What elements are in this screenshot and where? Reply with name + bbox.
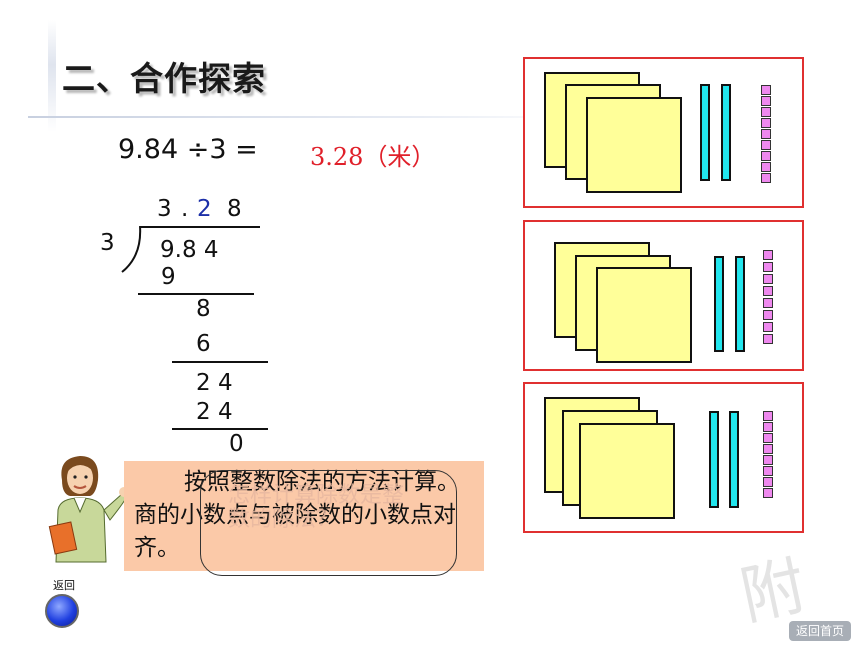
tip-box bbox=[124, 461, 484, 571]
dividend: 9.8 4 bbox=[160, 237, 219, 263]
base-ten-panel-2 bbox=[523, 220, 804, 371]
step-line-2 bbox=[172, 361, 268, 363]
unit-cube bbox=[763, 466, 773, 476]
step-line-3 bbox=[172, 428, 268, 430]
title-underline bbox=[28, 116, 588, 118]
division-bar bbox=[140, 226, 260, 228]
step-remainder-1: 8 bbox=[196, 296, 211, 322]
divisor: 3 bbox=[100, 230, 115, 256]
tip-text: 按照整数除法的方法计算。商的小数点与被除数的小数点对齐。 bbox=[134, 466, 479, 565]
equation: 9.84 ÷3 = bbox=[118, 134, 258, 165]
back-button[interactable] bbox=[45, 594, 79, 628]
unit-cube bbox=[761, 96, 771, 106]
home-button[interactable]: 返回首页 bbox=[789, 621, 851, 641]
unit-cube bbox=[761, 107, 771, 117]
ten-bar bbox=[735, 256, 745, 352]
tip-text-content: 按照整数除法的方法计算。商的小数点与被除数的小数点对齐。 bbox=[134, 469, 460, 561]
teacher-icon bbox=[48, 456, 129, 563]
step-product-3: 2 4 bbox=[196, 399, 233, 425]
unit-cube bbox=[761, 118, 771, 128]
step-line-1 bbox=[138, 293, 254, 295]
unit-cube bbox=[763, 250, 773, 260]
question-overlay: 怎样计算除数是整 数的除法？ bbox=[228, 484, 404, 532]
back-label: 返回 bbox=[53, 579, 75, 592]
unit-cube bbox=[761, 162, 771, 172]
unit-cube bbox=[761, 85, 771, 95]
ten-bar bbox=[729, 411, 739, 508]
title-decoration bbox=[48, 20, 56, 132]
step-product-2: 6 bbox=[196, 331, 211, 357]
base-ten-panel-3 bbox=[523, 382, 804, 533]
hundred-square bbox=[579, 423, 675, 519]
unit-cube bbox=[763, 477, 773, 487]
division-bracket bbox=[121, 226, 142, 273]
ten-bar bbox=[721, 84, 731, 181]
unit-cube bbox=[761, 151, 771, 161]
unit-cube bbox=[763, 322, 773, 332]
equation-answer: 3.28（米） bbox=[310, 143, 436, 171]
unit-cube bbox=[763, 298, 773, 308]
base-ten-panel-1 bbox=[523, 57, 804, 208]
hundred-square bbox=[596, 267, 692, 363]
question-line-2: 数的除法？ bbox=[228, 507, 339, 532]
step-product-1: 9 bbox=[161, 264, 176, 290]
page-title: 二、合作探索 bbox=[62, 59, 266, 98]
quotient-digit-1: 3 bbox=[157, 196, 172, 222]
unit-cube bbox=[763, 444, 773, 454]
unit-cube bbox=[761, 140, 771, 150]
unit-cube bbox=[761, 129, 771, 139]
ten-bar bbox=[700, 84, 710, 181]
quotient-digit-3: 8 bbox=[227, 196, 242, 222]
step-remainder-2: 2 4 bbox=[196, 370, 233, 396]
unit-cube bbox=[763, 334, 773, 344]
ten-bar bbox=[709, 411, 719, 508]
speech-bubble bbox=[200, 470, 457, 576]
hundred-square bbox=[586, 97, 682, 193]
unit-cube bbox=[763, 455, 773, 465]
unit-cube bbox=[763, 433, 773, 443]
unit-cube bbox=[763, 422, 773, 432]
unit-cube bbox=[761, 173, 771, 183]
ten-bar bbox=[714, 256, 724, 352]
unit-cube bbox=[763, 286, 773, 296]
quotient-digit-2: 2 bbox=[197, 196, 212, 222]
quotient-decimal-point: . bbox=[181, 196, 189, 222]
unit-cube bbox=[763, 310, 773, 320]
unit-cube bbox=[763, 411, 773, 421]
unit-cube bbox=[763, 274, 773, 284]
unit-cube bbox=[763, 488, 773, 498]
unit-cube bbox=[763, 262, 773, 272]
final-remainder: 0 bbox=[229, 431, 244, 457]
question-line-1: 怎样计算除数是整 bbox=[228, 483, 405, 508]
